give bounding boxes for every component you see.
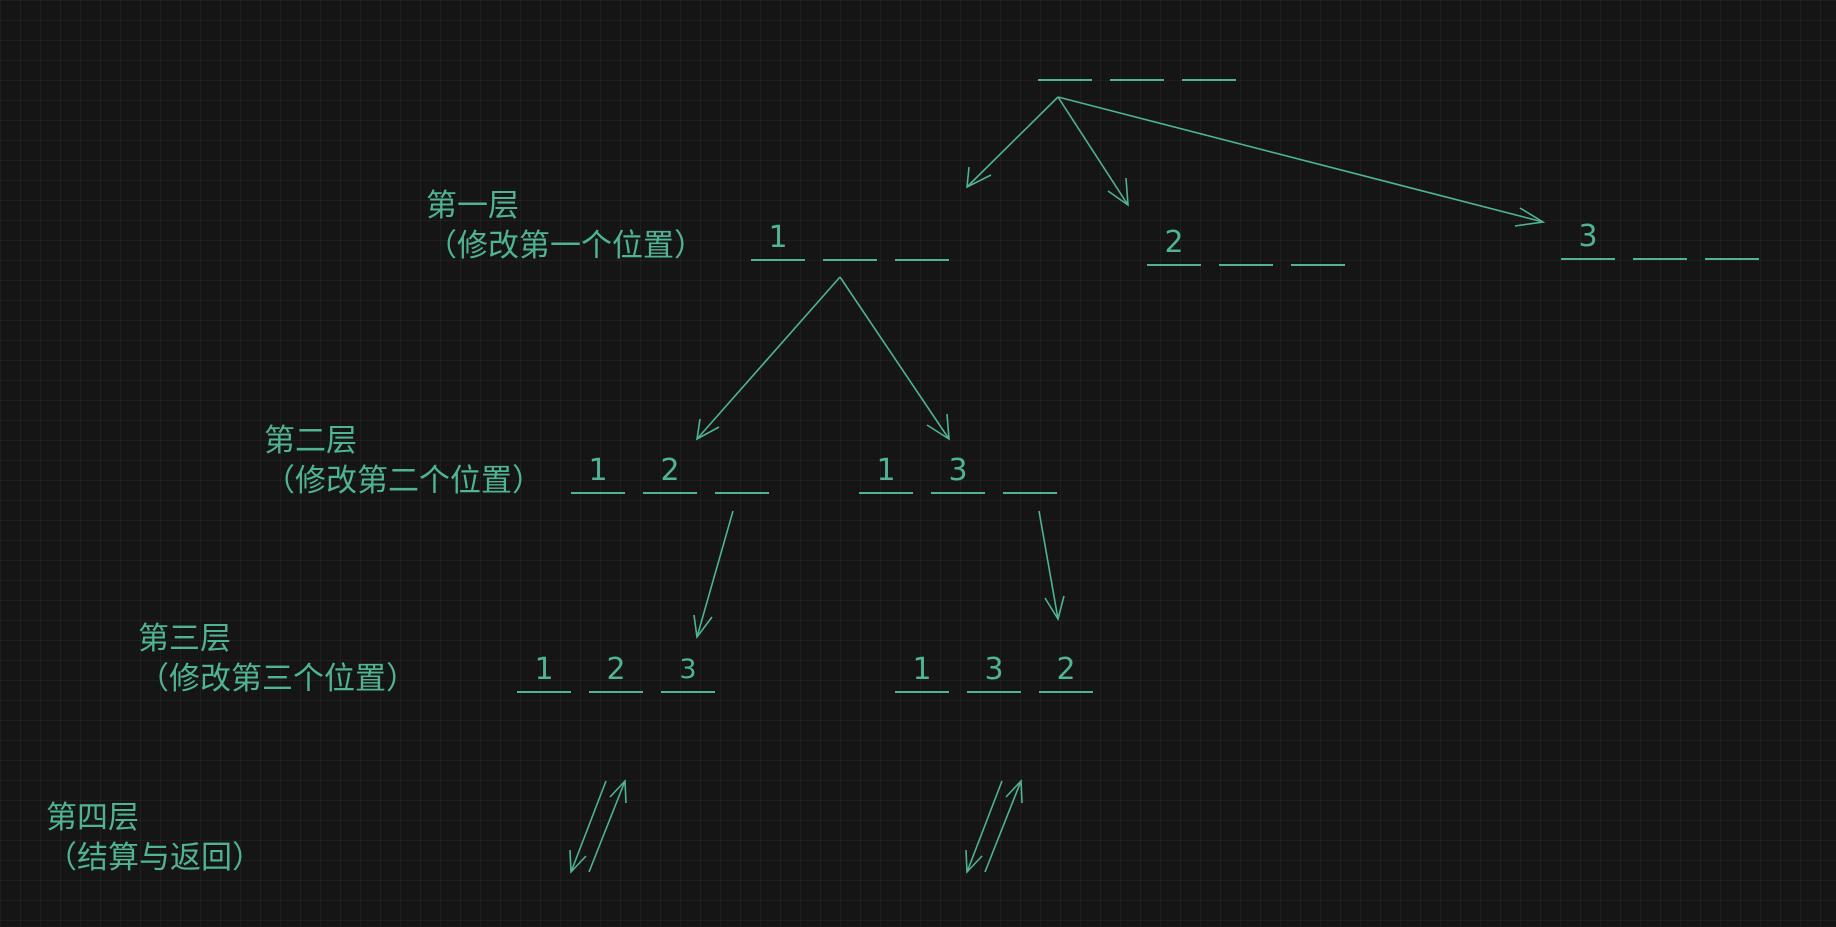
- l1-c-slot-3: [1705, 218, 1759, 260]
- level-3-title: 第三层: [138, 621, 231, 657]
- l3-b-slot-2: 3: [967, 651, 1021, 693]
- level-4-subtitle: （结算与返回）: [46, 840, 263, 876]
- l1-a-slot-1: 1: [751, 219, 805, 261]
- l3-b-slot-1: 1: [895, 651, 949, 693]
- l1-b-slot-2: [1219, 224, 1273, 266]
- arrow-l3-b-down: [965, 780, 1003, 874]
- l1-c-slot-1: 3: [1561, 218, 1615, 260]
- arrow-l1-to-l2-a: [695, 276, 841, 441]
- l2-b-slot-2: 3: [931, 452, 985, 494]
- l1-a-slot-2: [823, 219, 877, 261]
- l1-c-slot-2: [1633, 218, 1687, 260]
- level-1-title: 第一层: [426, 188, 519, 224]
- arrow-l1-to-l2-b: [839, 276, 950, 441]
- level-3-label: 第三层 （修改第三个位置）: [138, 619, 417, 699]
- root-slot-1: [1038, 39, 1092, 81]
- arrow-l2-to-l3-a: [693, 510, 734, 640]
- root-slot-3: [1182, 39, 1236, 81]
- l3-a-slot-2: 2: [589, 651, 643, 693]
- arrow-root-to-l1-a: [966, 96, 1059, 189]
- l1-b-slot-3: [1291, 224, 1345, 266]
- arrow-l2-to-l3-b: [1038, 510, 1065, 622]
- level-2-subtitle: （修改第二个位置）: [264, 463, 543, 499]
- l1-a-slot-3: [895, 219, 949, 261]
- l2-a-slot-3: [715, 452, 769, 494]
- level-2-label: 第二层 （修改第二个位置）: [264, 421, 543, 501]
- root-slot-2: [1110, 39, 1164, 81]
- level-4-label: 第四层 （结算与返回）: [46, 798, 263, 878]
- l1-b-slot-1: 2: [1147, 224, 1201, 266]
- l2-a-slot-2: 2: [643, 452, 697, 494]
- level-2-title: 第二层: [264, 423, 357, 459]
- arrow-root-to-l1-c: [1057, 96, 1546, 227]
- l3-b-slot-3: 2: [1039, 651, 1093, 693]
- level-1-subtitle: （修改第一个位置）: [426, 228, 705, 264]
- l3-a-slot-3: 3: [661, 651, 715, 693]
- level-4-title: 第四层: [46, 800, 139, 836]
- level-1-label: 第一层 （修改第一个位置）: [426, 186, 705, 266]
- level-3-subtitle: （修改第三个位置）: [138, 661, 417, 697]
- l2-a-slot-1: 1: [571, 452, 625, 494]
- arrow-root-to-l1-b: [1057, 96, 1129, 207]
- arrow-l3-a-down: [569, 780, 607, 874]
- l2-b-slot-1: 1: [859, 452, 913, 494]
- l2-b-slot-3: [1003, 452, 1057, 494]
- arrow-l3-a-up: [588, 779, 627, 873]
- l3-a-slot-1: 1: [517, 651, 571, 693]
- arrow-l3-b-up: [984, 779, 1023, 873]
